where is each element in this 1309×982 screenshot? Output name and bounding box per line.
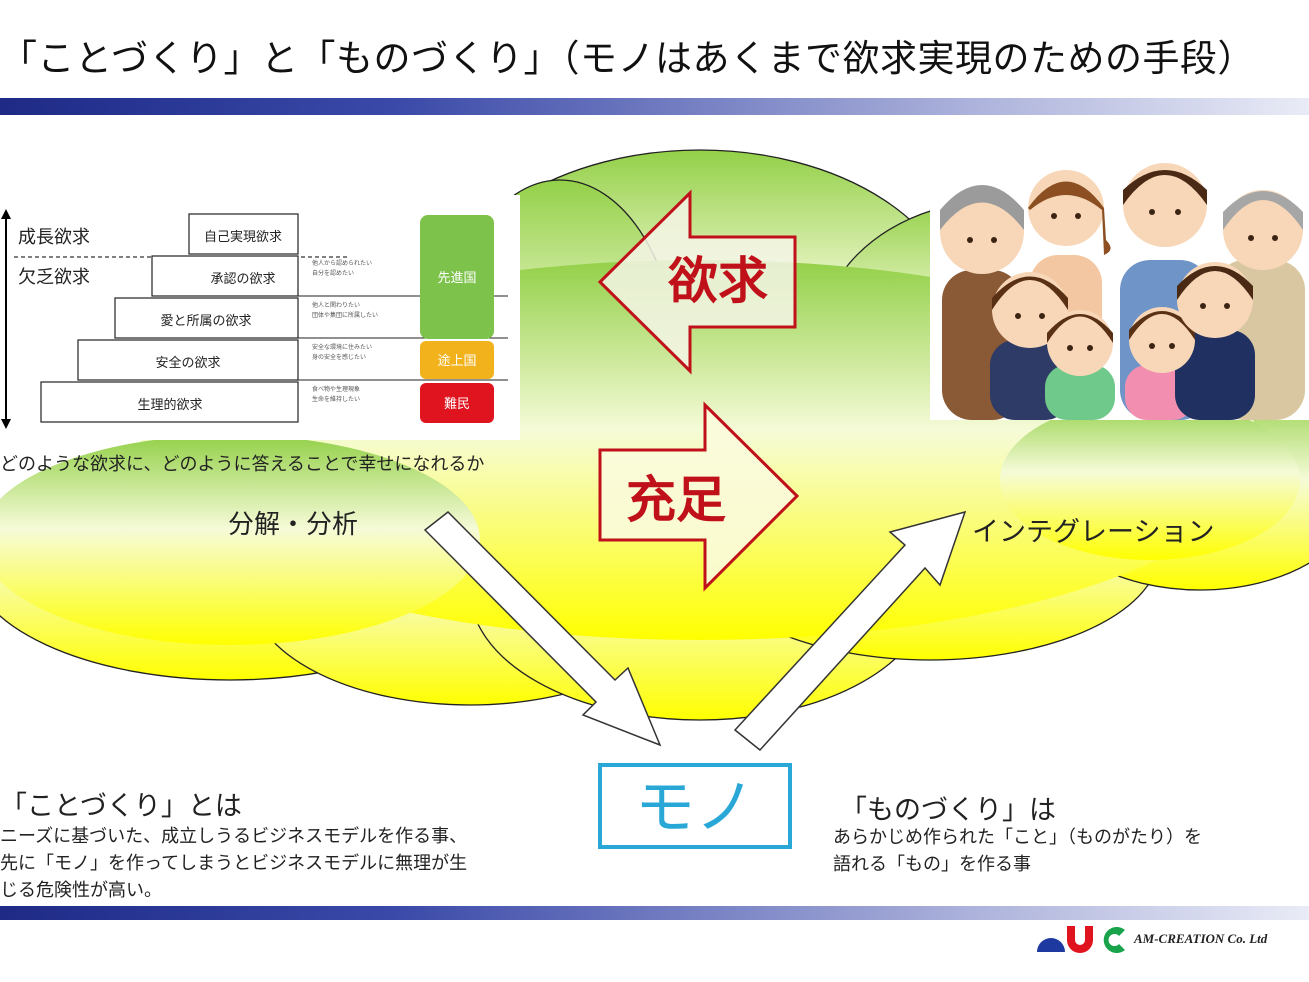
note-love-2: 団体や集団に所属したい	[312, 311, 378, 319]
header-divider-bar	[0, 98, 1309, 115]
note-safety-2: 身の安全を感じたい	[312, 353, 366, 361]
maslow-pyramid: 成長欲求 欠乏欲求 自己実現欲求 承認の欲求 愛と所属の欲求 安全の欲求 生理的…	[1, 209, 508, 429]
fulfill-arrow	[598, 401, 800, 592]
badge-refugee	[420, 383, 494, 423]
monodukuri-heading: 「ものづくり」は	[840, 795, 1056, 826]
monodukuri-line-2: 語れる「もの」を作る事	[833, 854, 1031, 875]
note-love-1: 他人と関わりたい	[312, 301, 360, 309]
kotodukuri-line-2: 先に「モノ」を作ってしまうとビジネスモデルに無理が生	[0, 853, 468, 874]
badge-developed	[420, 215, 494, 339]
page-title: 「ことづくり」と「ものづくり」（モノはあくまで欲求実現のための手段）	[0, 37, 1256, 80]
note-esteem-1: 他人から認められたい	[312, 259, 372, 267]
badge-developed-label: 先進国	[437, 271, 476, 286]
mono-box: モノ	[598, 763, 792, 849]
desire-arrow	[597, 189, 797, 375]
fulfill-arrow-label: 充足	[626, 471, 726, 529]
level-safety: 安全の欲求	[155, 355, 220, 371]
analysis-arrow	[423, 510, 662, 747]
integration-label: インテグレーション	[972, 517, 1215, 548]
level-physiological: 生理的欲求	[137, 397, 202, 413]
growth-needs-label: 成長欲求	[18, 227, 90, 248]
note-physio-2: 生命を維持したい	[312, 395, 360, 403]
note-esteem-2: 自分を認めたい	[312, 269, 354, 277]
desire-arrow-label: 欲求	[667, 252, 768, 310]
level-esteem: 承認の欲求	[210, 271, 275, 287]
kotodukuri-line-3: じる危険性が高い。	[0, 880, 162, 901]
kotodukuri-line-1: ニーズに基づいた、成立しうるビジネスモデルを作る事、	[0, 826, 468, 847]
level-love-belonging: 愛と所属の欲求	[160, 313, 251, 329]
monodukuri-line-1: あらかじめ作られた「こと」（ものがたり）を	[833, 827, 1202, 848]
kotodukuri-heading: 「ことづくり」とは	[0, 791, 242, 822]
badge-developing-label: 途上国	[437, 353, 476, 369]
note-safety-1: 安全な環境に住みたい	[312, 343, 372, 351]
question-text: どのような欲求に、どのように答えることで幸せになれるか	[0, 454, 485, 475]
mono-label: モノ	[635, 773, 755, 843]
integration-arrow	[733, 510, 967, 752]
footer-divider-bar	[0, 906, 1309, 920]
note-physio-1: 食べ物や生理現象	[312, 385, 360, 393]
family-illustration	[940, 163, 1305, 420]
badge-refugee-label: 難民	[444, 397, 470, 412]
company-logo-icon	[1037, 926, 1125, 953]
company-name: AM-CREATION Co. Ltd	[1134, 931, 1268, 946]
analysis-label: 分解・分析	[228, 510, 359, 540]
level-self-actualization: 自己実現欲求	[204, 229, 282, 245]
badge-developing	[420, 341, 494, 379]
deficit-needs-label: 欠乏欲求	[18, 267, 90, 288]
